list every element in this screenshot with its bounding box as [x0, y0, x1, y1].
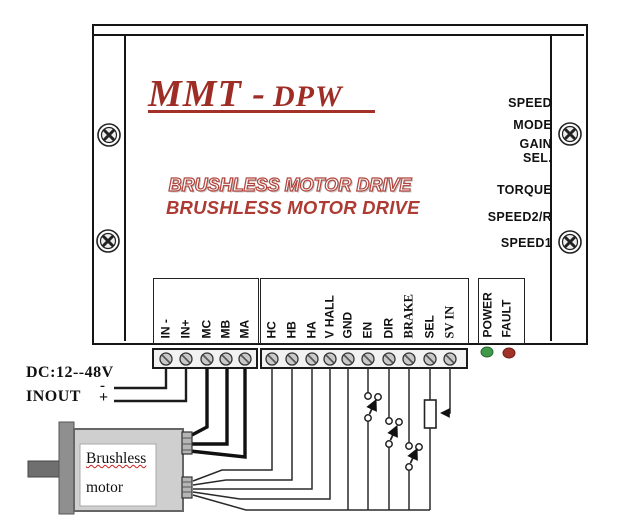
control-wires — [347, 368, 451, 510]
potentiometer-symbol — [423, 399, 437, 429]
title-underline — [148, 110, 375, 113]
banner-outline-text: BRUSHLESS MOTOR DRIVE — [168, 174, 412, 195]
signal-terminal-box — [260, 278, 469, 344]
panel-label-speed2r: SPEED2/R — [487, 210, 552, 224]
panel-label-speed1: SPEED1 — [500, 236, 552, 250]
direction-toggle-switch-symbol — [385, 417, 403, 448]
motor-flange — [58, 421, 75, 515]
power-led — [480, 346, 494, 358]
motor-label-line2: motor — [86, 479, 124, 496]
terminal-screws — [159, 352, 457, 366]
panel-screw-icons — [96, 122, 582, 254]
supply-plus-sign: + — [99, 389, 109, 406]
screw-icon — [558, 230, 582, 254]
enclosure-left-rail — [124, 36, 126, 341]
screw-icon — [96, 229, 120, 253]
product-title: MMT -DPW — [148, 72, 343, 116]
motor-label-line1: Brushless — [86, 450, 147, 467]
motor-phase-connector — [181, 431, 193, 455]
status-leds — [480, 346, 516, 359]
motor-shaft — [27, 460, 63, 478]
supply-wires — [114, 368, 188, 403]
panel-label-mode: MODE — [513, 118, 552, 132]
status-indicator-box — [478, 278, 525, 344]
product-title-main: MMT - — [148, 73, 266, 115]
screw-icon — [558, 122, 582, 146]
enclosure-top-rail — [94, 34, 584, 36]
enable-toggle-switch-symbol — [364, 392, 382, 422]
panel-label-torque: TORQUE — [496, 183, 552, 197]
motor-hall-connector — [181, 476, 193, 499]
panel-label-speed: SPEED — [508, 96, 552, 110]
enclosure-right-rail — [550, 36, 552, 341]
phase-wires — [189, 368, 247, 459]
panel-label-sel: SEL. — [523, 151, 552, 165]
supply-minus-sign: - — [100, 378, 106, 394]
supply-voltage-label: DC:12--48V — [26, 364, 114, 381]
supply-inout-label: INOUT — [26, 388, 81, 405]
product-title-sub: DPW — [272, 80, 343, 113]
fault-led — [502, 347, 516, 359]
motor-label-panel — [79, 443, 157, 507]
brushless-motor — [27, 421, 193, 515]
panel-label-gain: GAIN — [519, 137, 552, 151]
power-terminal-box — [153, 278, 259, 344]
screw-icon — [97, 123, 121, 147]
banner-solid-text: BRUSHLESS MOTOR DRIVE — [166, 197, 420, 218]
brake-toggle-switch-symbol — [405, 442, 423, 471]
